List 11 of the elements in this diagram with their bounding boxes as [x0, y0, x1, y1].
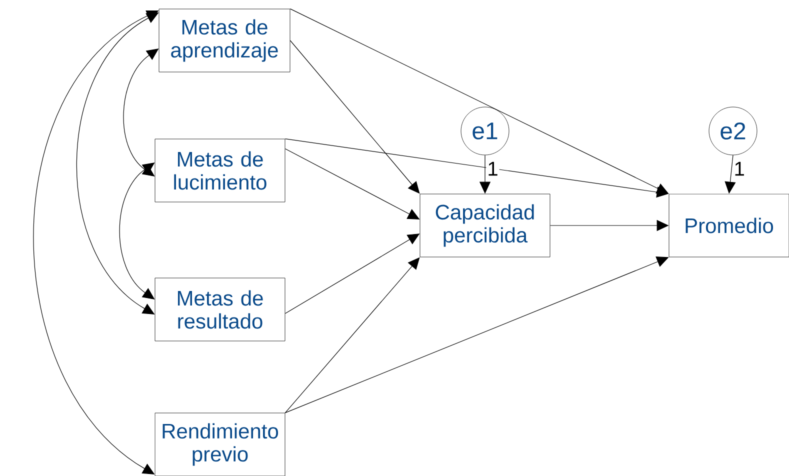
arrow: [119, 162, 155, 300]
variable-box: Metas de resultado: [154, 278, 286, 342]
variable-box: Capacidad percibida: [420, 194, 550, 258]
arrow: [284, 257, 420, 414]
variable-box: Metas de aprendizaje: [158, 8, 290, 72]
variable-box: Rendimiento previo: [154, 412, 286, 476]
edge-label: 1: [486, 160, 500, 177]
arrow: [290, 40, 420, 194]
edge-label: 1: [732, 160, 746, 177]
variable-box: Promedio: [668, 194, 789, 258]
variable-box: Metas de lucimiento: [154, 138, 286, 202]
